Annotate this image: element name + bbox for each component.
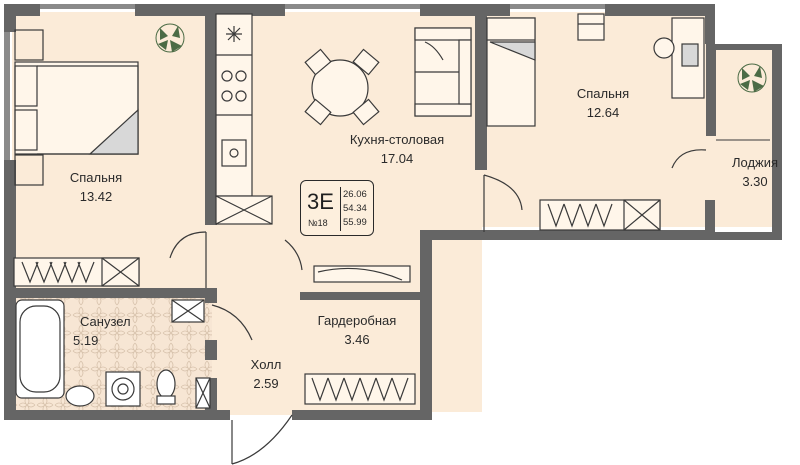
loggia-plant-icon [737,63,767,93]
room-bathroom: Санузел 5.19 [68,314,144,349]
dining-table [304,48,380,126]
room-area: 3.46 [344,332,370,347]
room-name: Холл [250,357,282,372]
room-area: 12.64 [586,105,620,120]
room-name: Кухня-столовая [349,132,445,147]
room-name: Санузел [80,314,131,329]
area-with-loggia: 55.99 [343,217,367,228]
doors [169,149,707,465]
total-area: 54.34 [343,203,367,214]
wardrobe-room-storage [304,265,416,405]
room-bedroom-left: Спальня 13.42 [46,170,146,205]
room-bedroom-right: Спальня 12.64 [553,86,653,121]
sofa [414,27,472,117]
apartment-code: 3E [307,189,334,214]
room-name: Лоджия [731,155,779,170]
wardrobe-bedroom-left [13,257,140,287]
room-area: 2.59 [253,376,279,391]
apartment-badge: 3E №18 26.06 54.34 55.99 [300,180,374,236]
badge-divider [340,187,341,231]
plant-icon [155,23,185,53]
room-name: Спальня [576,86,630,101]
room-area: 13.42 [79,189,113,204]
living-area: 26.06 [343,189,367,200]
room-loggia: Лоджия 3.30 [722,155,788,190]
bed-right [486,13,705,127]
walls [4,4,782,420]
apartment-number: №18 [308,218,328,228]
wardrobe-bedroom-right [539,199,661,231]
room-wardrobe: Гардеробная 3.46 [300,313,414,348]
room-area: 17.04 [380,151,414,166]
room-area: 3.30 [742,174,768,189]
kitchen-counter [215,13,273,225]
room-name: Гардеробная [317,313,397,328]
bed-left [14,29,139,186]
room-hall: Холл 2.59 [236,357,296,392]
room-area: 5.19 [73,333,99,348]
bathroom-fixtures [15,299,211,409]
room-name: Спальня [69,170,123,185]
room-kitchen: Кухня-столовая 17.04 [322,132,472,167]
